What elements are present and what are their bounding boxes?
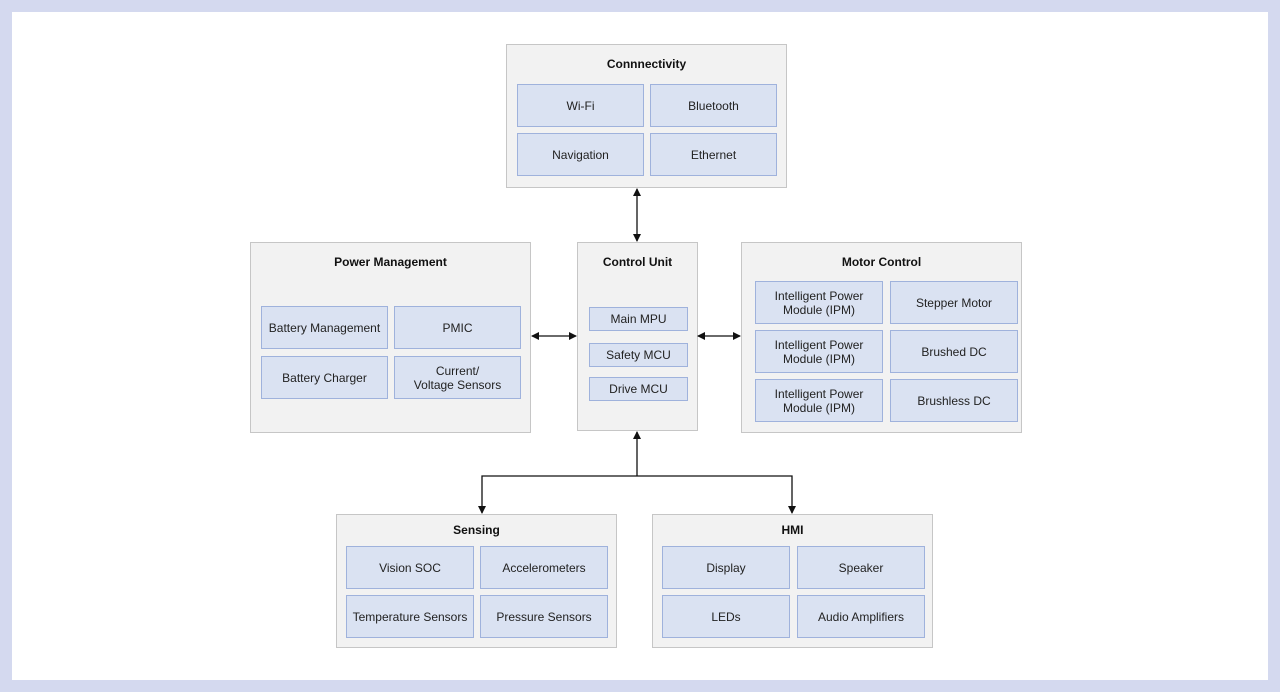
pmic-block: PMIC — [394, 306, 521, 349]
accelerometers-block: Accelerometers — [480, 546, 608, 589]
hmi-title: HMI — [781, 523, 804, 537]
audio-amplifiers-block: Audio Amplifiers — [797, 595, 925, 638]
motor-control-group: Motor Control Intelligent Power Module (… — [741, 242, 1022, 433]
ipm-block-1: Intelligent Power Module (IPM) — [755, 281, 883, 324]
connectivity-title: Connnectivity — [606, 57, 687, 71]
wifi-block: Wi-Fi — [517, 84, 644, 127]
display-block: Display — [662, 546, 790, 589]
control-unit-title: Control Unit — [602, 255, 673, 269]
temperature-sensors-block: Temperature Sensors — [346, 595, 474, 638]
brushless-dc-block: Brushless DC — [890, 379, 1018, 422]
ipm-block-3: Intelligent Power Module (IPM) — [755, 379, 883, 422]
current-voltage-sensors-block: Current/ Voltage Sensors — [394, 356, 521, 399]
battery-charger-block: Battery Charger — [261, 356, 388, 399]
pressure-sensors-block: Pressure Sensors — [480, 595, 608, 638]
navigation-block: Navigation — [517, 133, 644, 176]
connectivity-group: Connnectivity Wi-Fi Bluetooth Navigation… — [506, 44, 787, 188]
vision-soc-block: Vision SOC — [346, 546, 474, 589]
sensing-group: Sensing Vision SOC Accelerometers Temper… — [336, 514, 617, 648]
main-mpu-block: Main MPU — [589, 307, 688, 331]
motor-control-title: Motor Control — [841, 255, 922, 269]
control-unit-group: Control Unit Main MPU Safety MCU Drive M… — [577, 242, 698, 431]
power-management-title: Power Management — [334, 255, 447, 269]
power-management-group: Power Management Battery Management PMIC… — [250, 242, 531, 433]
drive-mcu-block: Drive MCU — [589, 377, 688, 401]
ipm-block-2: Intelligent Power Module (IPM) — [755, 330, 883, 373]
hmi-group: HMI Display Speaker LEDs Audio Amplifier… — [652, 514, 933, 648]
stepper-motor-block: Stepper Motor — [890, 281, 1018, 324]
bluetooth-block: Bluetooth — [650, 84, 777, 127]
leds-block: LEDs — [662, 595, 790, 638]
brushed-dc-block: Brushed DC — [890, 330, 1018, 373]
speaker-block: Speaker — [797, 546, 925, 589]
safety-mcu-block: Safety MCU — [589, 343, 688, 367]
ethernet-block: Ethernet — [650, 133, 777, 176]
sensing-title: Sensing — [453, 523, 500, 537]
battery-management-block: Battery Management — [261, 306, 388, 349]
